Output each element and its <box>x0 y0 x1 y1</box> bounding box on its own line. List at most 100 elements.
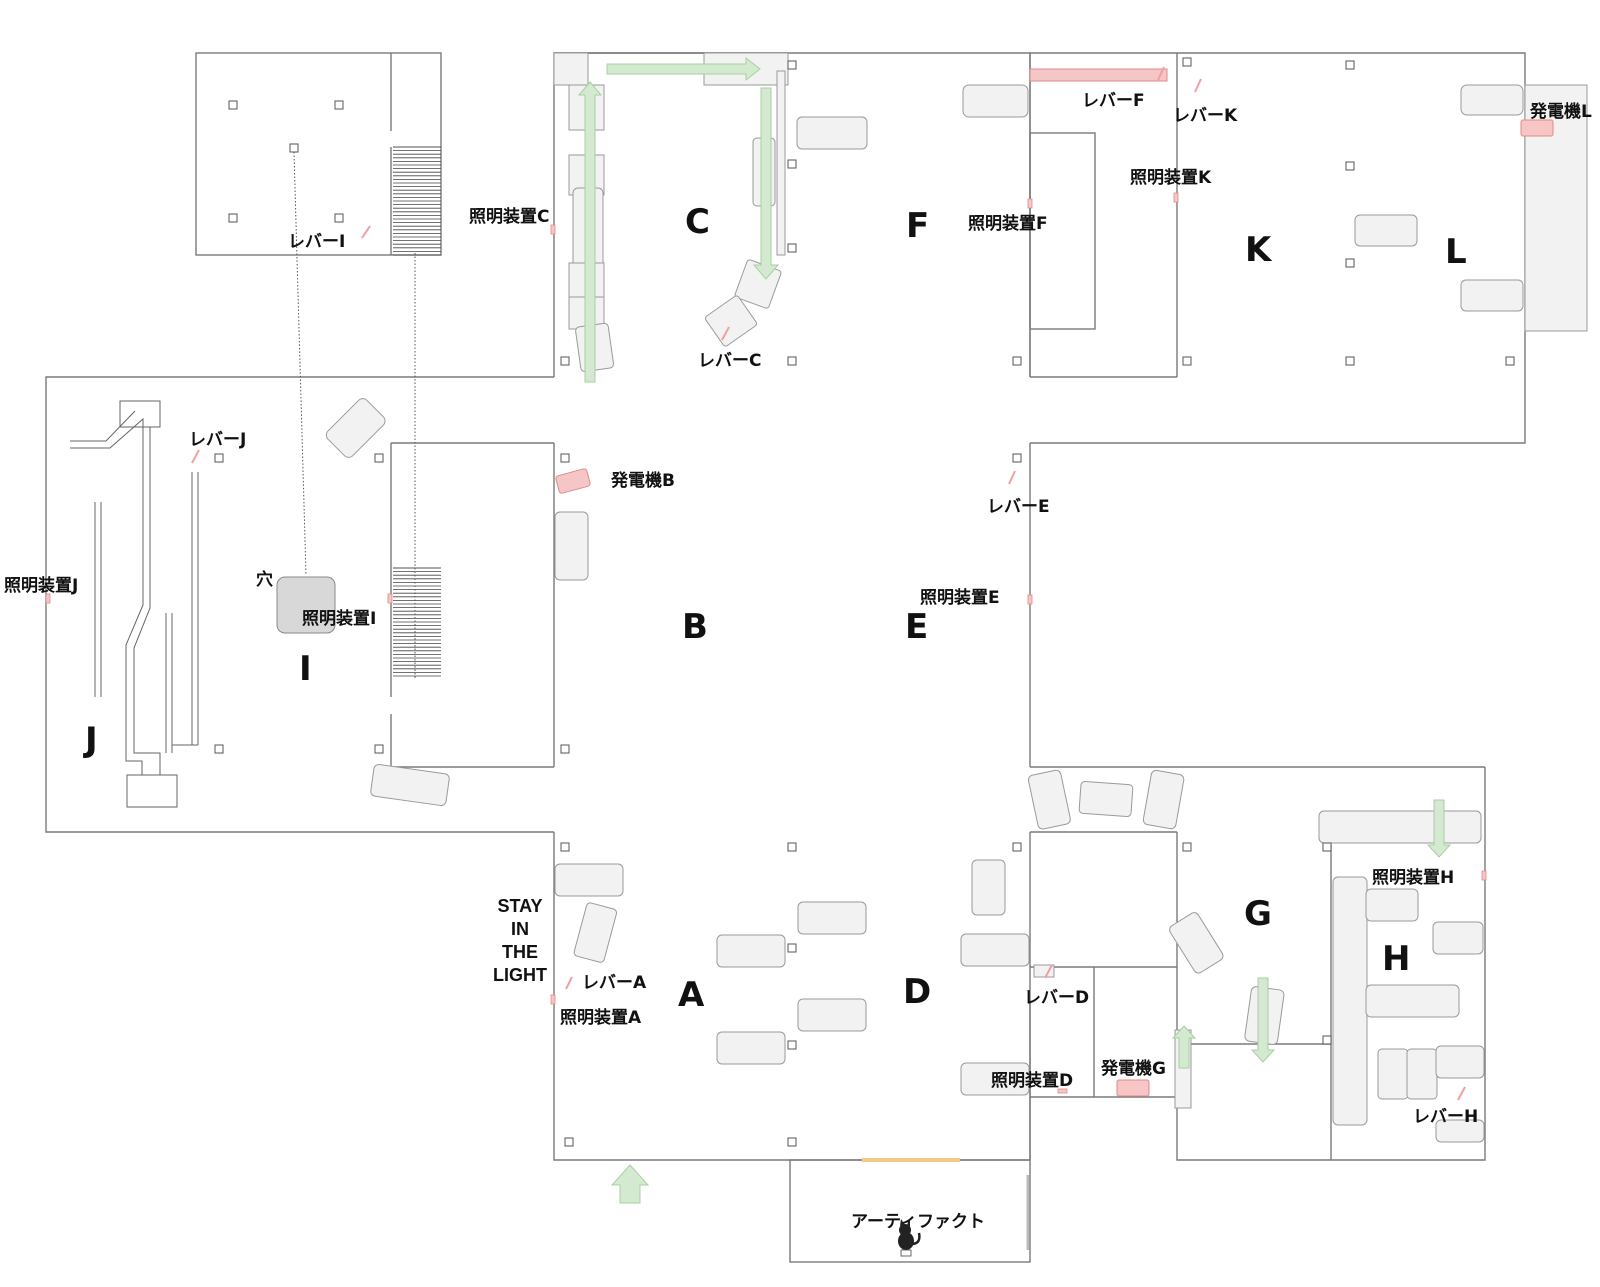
room-label-e: E <box>905 607 928 647</box>
pillar <box>214 453 224 463</box>
room-labels: A B C D E F G H I J K L <box>83 202 1467 1015</box>
pillar <box>1345 60 1355 70</box>
label-light-e: 照明装置E <box>920 587 1000 608</box>
pillar <box>787 60 797 70</box>
stay-in-the-light-sign: STAY IN THE LIGHT <box>493 896 547 985</box>
pillar <box>289 143 299 153</box>
lever-i-marker[interactable] <box>361 225 371 239</box>
generator-g-marker <box>1116 1079 1150 1097</box>
pillar <box>560 453 570 463</box>
room-label-i: I <box>299 649 312 689</box>
pillar <box>1322 842 1332 852</box>
pillar <box>334 213 344 223</box>
pillar <box>560 356 570 366</box>
direction-arrows <box>577 56 1452 1204</box>
pillar <box>560 744 570 754</box>
pillar <box>1322 1035 1332 1045</box>
connection-line <box>293 151 307 576</box>
room-label-d: D <box>903 972 931 1012</box>
pillar <box>560 842 570 852</box>
pillar <box>374 453 384 463</box>
room-label-h: H <box>1382 939 1410 979</box>
label-light-c: 照明装置C <box>469 206 549 227</box>
label-lever-d: レバーD <box>1024 988 1089 1008</box>
pillar <box>1505 356 1515 366</box>
label-generator-g: 発電機G <box>1100 1058 1166 1079</box>
label-generator-l: 発電機L <box>1529 101 1592 122</box>
room-label-a: A <box>678 975 705 1015</box>
sign-line: IN <box>511 919 529 939</box>
lever-h-marker[interactable] <box>1457 1086 1466 1101</box>
hole <box>276 576 336 634</box>
sign-line: STAY <box>497 896 542 916</box>
pillar <box>214 744 224 754</box>
pillars <box>214 57 1515 1147</box>
lever-e-marker[interactable] <box>1008 470 1016 485</box>
label-lever-i: レバーI <box>288 232 345 252</box>
label-hole: 穴 <box>256 569 273 590</box>
lever-j-marker[interactable] <box>191 449 200 464</box>
sign-line: THE <box>502 942 538 962</box>
entrance-arrow-icon <box>610 1164 650 1204</box>
room-label-b: B <box>682 607 708 647</box>
devices <box>45 68 1554 1250</box>
room-label-g: G <box>1244 894 1272 934</box>
generator-b-marker <box>555 468 591 494</box>
pillar <box>1182 842 1192 852</box>
pillar <box>1182 356 1192 366</box>
label-lever-k: レバーK <box>1173 106 1238 126</box>
label-light-h: 照明装置H <box>1372 867 1454 888</box>
pillar <box>1182 57 1192 67</box>
pillar <box>787 1040 797 1050</box>
pillar <box>564 1137 574 1147</box>
room-label-k: K <box>1245 230 1273 270</box>
label-lever-e: レバーE <box>987 497 1050 517</box>
room-label-c: C <box>685 202 710 242</box>
room-label-f: F <box>906 206 929 246</box>
pillar <box>1345 258 1355 268</box>
pillar <box>1012 453 1022 463</box>
pillar <box>228 100 238 110</box>
pillar <box>1345 161 1355 171</box>
stairs-lower <box>393 567 441 677</box>
label-lever-f: レバーF <box>1082 91 1145 111</box>
pillar <box>787 356 797 366</box>
room-label-j: J <box>83 720 98 760</box>
pillar <box>787 1137 797 1147</box>
lever-c-marker[interactable] <box>721 326 730 341</box>
label-lever-c: レバーC <box>698 351 761 371</box>
levers <box>191 66 1466 1101</box>
room-label-l: L <box>1445 232 1467 272</box>
pillar <box>1012 842 1022 852</box>
pillar <box>228 213 238 223</box>
generator-l-marker <box>1520 119 1554 137</box>
label-lever-a: レバーA <box>582 973 647 993</box>
label-light-k: 照明装置K <box>1130 167 1212 188</box>
pillar <box>787 159 797 169</box>
label-light-a: 照明装置A <box>560 1007 642 1028</box>
pillar <box>334 100 344 110</box>
label-lever-h: レバーH <box>1413 1107 1478 1127</box>
conveyor-track <box>70 400 199 808</box>
cat-icon <box>898 1219 921 1257</box>
label-artifact: アーティファクト <box>851 1212 985 1232</box>
lever-f-marker[interactable] <box>1157 66 1165 81</box>
label-light-f: 照明装置F <box>968 213 1048 234</box>
lever-d-marker[interactable] <box>1044 964 1053 979</box>
pillar <box>787 842 797 852</box>
lever-a-marker[interactable] <box>565 976 573 990</box>
label-light-d: 照明装置D <box>991 1070 1073 1091</box>
label-generator-b: 発電機B <box>610 470 675 491</box>
lever-k-marker[interactable] <box>1194 78 1202 93</box>
stairs-upper <box>393 146 441 256</box>
label-lever-j: レバーJ <box>189 430 246 450</box>
room-a-d-walls <box>553 832 1031 1161</box>
sign-line: LIGHT <box>493 965 547 985</box>
generator-f-bar <box>1029 68 1168 82</box>
pillar <box>374 744 384 754</box>
label-light-i: 照明装置I <box>302 608 376 629</box>
label-light-j: 照明装置J <box>4 575 78 596</box>
object-labels: レバーA レバーC レバーD レバーE レバーF レバーH レバーI レバーJ … <box>4 91 1592 1232</box>
room-c-f-walls <box>553 52 1031 377</box>
